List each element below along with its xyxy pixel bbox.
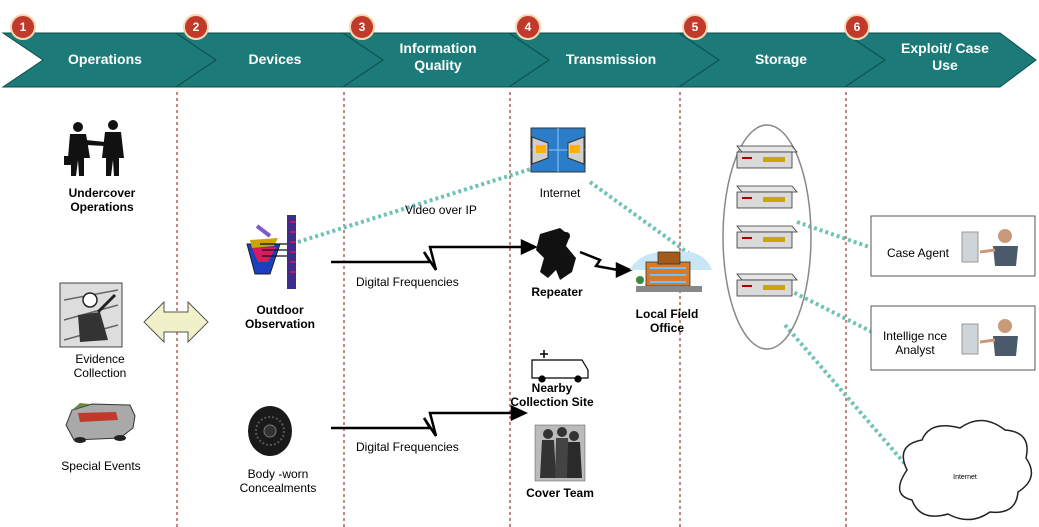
- repeater-label: Repeater: [531, 285, 583, 299]
- digital-frequencies-label-1: Digital Frequencies: [356, 275, 459, 289]
- person-at-computer-icon: [961, 229, 1018, 266]
- evidence-sketch-icon: [59, 282, 123, 348]
- evidence-collection-label: Evidence Collection: [73, 352, 127, 380]
- server-icon: [736, 145, 798, 169]
- zigzag-arrow-2: [331, 411, 513, 437]
- vehicle-outline-icon: [531, 350, 589, 383]
- video-over-ip-label: Video over IP: [405, 203, 477, 217]
- stage-badge-2: [183, 14, 209, 40]
- stage-title-storage: Storage: [754, 51, 808, 67]
- stage-number-4: 4: [524, 20, 532, 34]
- server-icon: [736, 273, 798, 297]
- stage-number-6: 6: [853, 20, 861, 34]
- stage-number-5: 5: [691, 20, 699, 34]
- special-events-label: Special Events: [61, 459, 141, 473]
- camera-icon: [246, 215, 296, 289]
- video-over-ip-link: [297, 166, 535, 244]
- digital-frequencies-label-2: Digital Frequencies: [356, 440, 459, 454]
- stage-number-3: 3: [358, 20, 366, 34]
- body-worn-concealments-label: Body -worn Concealments: [239, 467, 317, 495]
- undercover-operations-label: Undercover Operations: [68, 186, 136, 214]
- case-agent-label: Case Agent: [886, 246, 950, 260]
- vehicle-icon: [65, 403, 136, 443]
- stage-banner: [1, 32, 1037, 88]
- stage-badge-6: [844, 14, 870, 40]
- stage-number-1: 1: [19, 20, 27, 34]
- stage-dividers: [176, 92, 847, 527]
- storage-group-outline: [722, 124, 812, 350]
- stage-badge-1: [10, 14, 36, 40]
- arrowhead-1: [520, 239, 538, 255]
- repeater-to-office-arrow: [579, 250, 619, 272]
- storage-to-analyst-link: [788, 288, 879, 337]
- server-icon: [736, 225, 798, 249]
- cloud-internet-label: Internet: [953, 474, 977, 481]
- stage-badge-3: [349, 14, 375, 40]
- internet-cloud-icon: [898, 419, 1033, 521]
- arrowhead-2: [510, 405, 528, 421]
- stage-title-information-quality: Information Quality: [399, 40, 477, 73]
- stage-number-2: 2: [192, 20, 200, 34]
- storage-to-cloud-link: [783, 323, 914, 474]
- stage-title-operations: Operations: [68, 51, 142, 67]
- arrowhead-3: [615, 262, 633, 278]
- zigzag-arrow-1: [331, 245, 525, 271]
- dotted-links: [297, 166, 914, 474]
- storage-servers: [736, 145, 798, 297]
- stage-title-transmission: Transmission: [565, 51, 657, 67]
- stage-title-devices: Devices: [248, 51, 302, 67]
- local-field-office-label: Local Field Office: [635, 307, 699, 335]
- bidirectional-arrow-icon: [143, 300, 209, 344]
- internet-monitors-icon: [530, 127, 586, 173]
- outdoor-observation-label: Outdoor Observation: [244, 303, 316, 331]
- stage-title-exploit: Exploit/ Case Use: [901, 40, 989, 73]
- repeater-icon: [536, 228, 576, 280]
- cover-team-icon: [534, 424, 586, 482]
- storage-to-case-agent-link: [796, 220, 879, 252]
- body-worn-device-icon: [248, 406, 292, 456]
- person-at-computer-icon: [961, 319, 1018, 356]
- stage-badge-4: [515, 14, 541, 40]
- cover-team-label: Cover Team: [526, 486, 594, 500]
- stage-chevron-6: [843, 32, 1037, 88]
- server-icon: [736, 185, 798, 209]
- handshake-icon: [64, 120, 124, 176]
- nearby-collection-site-label: Nearby Collection Site: [510, 381, 594, 409]
- stage-badge-5: [682, 14, 708, 40]
- building-icon: [630, 251, 712, 292]
- intelligence-analyst-label: Intellige nce Analyst: [882, 329, 948, 357]
- internet-to-office-link: [588, 180, 697, 260]
- internet-label: Internet: [539, 186, 581, 200]
- stage-badges: [10, 14, 870, 40]
- digital-link-arrows: [331, 239, 633, 437]
